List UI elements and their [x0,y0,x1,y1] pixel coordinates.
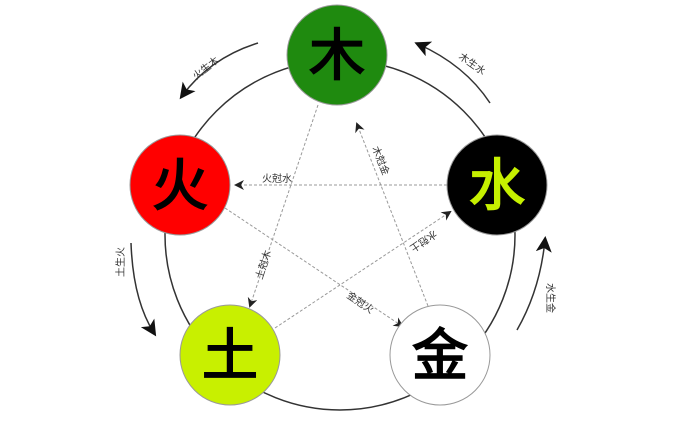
element-char: 木 [309,23,365,89]
arrow-top-right [414,41,491,104]
arrow-right [516,236,552,331]
element-circle [286,4,388,106]
element-fire: 火 [129,134,231,236]
element-wood: 木 [286,4,388,106]
label-top-right: 木生水 [456,50,488,78]
control-wood-earth [247,104,319,308]
control-fire-metal [224,207,404,328]
label-left: 土生火 [114,247,127,277]
label-metal-wood: 木尅金 [369,144,392,177]
element-earth: 土 [179,304,281,406]
control-metal-wood [355,122,429,307]
label-water-fire: 火尅水 [262,173,292,185]
element-circle [129,134,231,236]
arrow-top-left [179,42,259,100]
element-char: 水 [469,153,526,219]
element-metal: 金 [389,304,491,406]
element-circle [179,304,281,406]
label-wood-earth: 土尅木 [252,248,274,281]
label-top-left: 火生木 [190,54,222,83]
element-char: 火 [152,153,208,219]
element-char: 金 [411,323,469,389]
element-char: 土 [202,323,258,389]
element-circle [389,304,491,406]
label-fire-metal: 金尅火 [344,289,376,317]
element-water: 水 [446,134,548,236]
label-right: 水生金 [544,283,557,313]
element-circle [446,134,548,236]
arrow-left [130,242,157,337]
label-earth-water: 水尅土 [407,228,439,256]
